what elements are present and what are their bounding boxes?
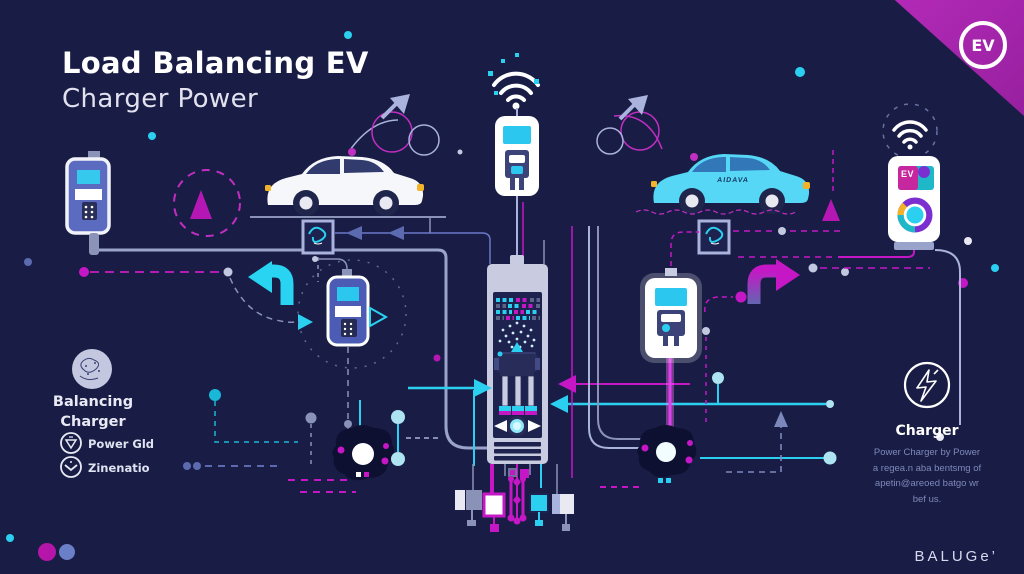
schedule-icon: [60, 456, 82, 478]
arrowhead-up-icon: [774, 411, 788, 427]
frame-icon-left: [301, 219, 545, 282]
magenta-signal: [822, 150, 961, 425]
crossing-flows: [408, 226, 834, 478]
dashed-alert-circle: [173, 169, 241, 237]
right-panel-heading: Charger: [895, 423, 959, 439]
bolt-circle-icon: [903, 361, 951, 409]
right-charging-station: [735, 103, 940, 258]
left-side-wiring: [79, 217, 487, 450]
top-charger-device: [495, 108, 539, 264]
arrow-left-icon: [494, 420, 507, 432]
frame-icon-right: [697, 219, 845, 255]
triangle-icon: [190, 190, 212, 219]
right-panel-body: Power Charger by Power a regea.n aba ben…: [872, 447, 982, 506]
page-subtitle: Charger Power: [62, 84, 259, 114]
play-scribble-icon: [369, 306, 389, 328]
flow-arrow-right-icon: [474, 379, 492, 397]
car-left: [250, 94, 446, 218]
mid-right-charger: [640, 231, 702, 430]
left-charging-station: [65, 151, 111, 255]
donut-chart-icon: [897, 197, 933, 233]
page-title-block: Load Balancing EV Charger Power: [62, 46, 369, 114]
brand-logo: BALUGe’: [914, 548, 998, 565]
triangle-icon: [822, 199, 840, 221]
flow-arrow-left-icon: [550, 395, 568, 413]
turn-right-arrow-icon: [704, 259, 930, 313]
ev-logo-badge: EV: [959, 21, 1007, 69]
station-screen-label: EV: [901, 169, 915, 179]
arrowhead-right-icon: [298, 314, 313, 330]
bottom-circuit: [455, 464, 574, 532]
triangle-icon: [511, 342, 523, 352]
page-title: Load Balancing EV: [62, 46, 369, 80]
load-balancer-tower: [487, 255, 548, 464]
right-node-cluster: [600, 327, 837, 488]
led-grid: [496, 298, 540, 320]
mid-left-charger: [297, 256, 407, 432]
car-decal-text: AIDAVA: [716, 177, 750, 184]
legend-item-power-grid: Power Gld: [88, 437, 155, 451]
wifi-icon: [488, 53, 540, 110]
ev-logo-label: EV: [971, 35, 995, 55]
left-panel-heading: Balancing Charger: [52, 394, 134, 431]
left-node-cluster: [183, 400, 438, 493]
legend-item-schedule: Zinenatio: [88, 461, 150, 475]
car-right: [596, 95, 810, 215]
flow-arrow-left-icon: [558, 375, 576, 393]
arrowhead-left-icon: [346, 226, 362, 240]
turn-left-arrow-icon: [248, 261, 294, 305]
trend-arrow-icon: [618, 103, 636, 121]
arrow-right-icon: [528, 420, 541, 432]
balancing-sphere-icon: [72, 349, 112, 389]
ambient-dots: [6, 31, 999, 561]
dot-spray: [498, 321, 536, 349]
arrowhead-left-icon: [388, 226, 404, 240]
wifi-icon: [892, 120, 928, 132]
power-grid-icon: [60, 432, 82, 454]
trend-arrow-icon: [380, 102, 398, 120]
